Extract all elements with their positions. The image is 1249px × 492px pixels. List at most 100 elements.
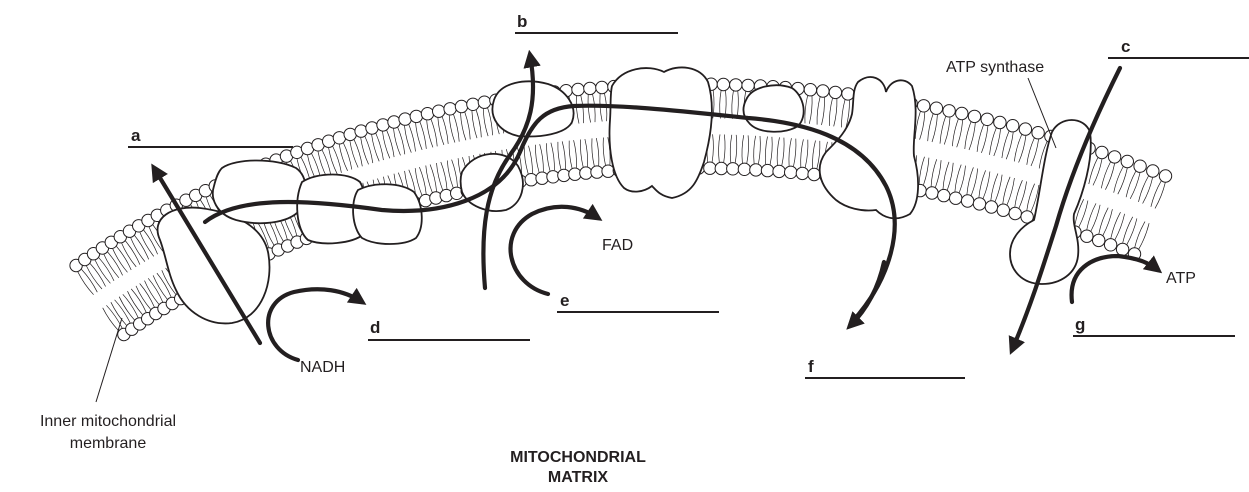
lipid-tail bbox=[957, 120, 963, 147]
lipid-head bbox=[558, 169, 570, 181]
lipid-tail bbox=[86, 266, 102, 289]
lipid-tail bbox=[1155, 183, 1165, 209]
lipid-tail bbox=[1130, 173, 1140, 199]
lipid-head bbox=[1116, 243, 1128, 255]
lipid-tail bbox=[449, 115, 455, 142]
label-a: a bbox=[131, 126, 141, 145]
lipid-head bbox=[730, 79, 742, 91]
lipid-head bbox=[930, 102, 942, 114]
lipid-head bbox=[1134, 160, 1146, 172]
arrow-g-to-atp bbox=[1072, 256, 1158, 302]
lipid-tail bbox=[919, 157, 924, 184]
lipid-head bbox=[1159, 170, 1171, 182]
lipid-tail bbox=[1091, 205, 1100, 231]
lipid-head bbox=[727, 163, 739, 175]
lipid-tail bbox=[131, 238, 145, 262]
lipid-tail bbox=[416, 123, 423, 150]
lipid-tail bbox=[415, 168, 422, 195]
lipid-head bbox=[580, 167, 592, 179]
lipid-tail bbox=[794, 139, 796, 167]
lipid-tail bbox=[562, 141, 565, 169]
arrow-e-to-fad bbox=[511, 207, 598, 294]
label-b: b bbox=[517, 12, 527, 31]
lipid-tail bbox=[524, 146, 528, 174]
lipid-head bbox=[1147, 165, 1159, 177]
label-matrix-line2: MATRIX bbox=[548, 469, 608, 486]
complex-3 bbox=[610, 67, 712, 198]
lipid-tail bbox=[529, 146, 533, 174]
lipid-tail bbox=[770, 137, 772, 165]
lipid-tail bbox=[343, 143, 351, 170]
label-d: d bbox=[370, 318, 380, 337]
lipid-tail bbox=[805, 96, 808, 124]
lipid-head bbox=[950, 192, 962, 204]
lipid-tail bbox=[405, 126, 412, 153]
lipid-tail bbox=[551, 143, 555, 171]
lipid-tail bbox=[135, 235, 149, 259]
lipid-tail bbox=[483, 109, 488, 136]
lipid-tail bbox=[1135, 222, 1145, 248]
lipid-tail bbox=[140, 232, 154, 256]
lipid-head bbox=[829, 86, 841, 98]
lipid-tail bbox=[569, 141, 572, 169]
lipid-tail bbox=[943, 162, 949, 189]
lipid-tail bbox=[1087, 203, 1096, 229]
lipid-head bbox=[572, 83, 584, 95]
lipid-head bbox=[569, 168, 581, 180]
atp-synthase bbox=[1010, 120, 1091, 284]
lipid-head bbox=[525, 174, 537, 186]
lipid-head bbox=[1081, 230, 1093, 242]
lipid-tail bbox=[994, 129, 1001, 156]
lipid-head bbox=[773, 165, 785, 177]
lipid-head bbox=[804, 84, 816, 96]
lipid-tail bbox=[719, 134, 720, 162]
lipid-tail bbox=[113, 249, 128, 273]
lipid-head bbox=[421, 108, 433, 120]
lipid-tail bbox=[742, 135, 744, 163]
lipid-tail bbox=[813, 141, 816, 169]
lipid-tail bbox=[1127, 218, 1137, 244]
lipid-tail bbox=[441, 162, 447, 189]
lipid-head bbox=[1096, 146, 1108, 158]
label-atp-synthase: ATP synthase bbox=[946, 59, 1044, 76]
lipid-tail bbox=[952, 119, 958, 146]
lipid-tail bbox=[596, 138, 599, 166]
lipid-tail bbox=[758, 136, 760, 164]
lipid-head bbox=[717, 78, 729, 90]
lipid-head bbox=[444, 103, 456, 115]
lipid-tail bbox=[420, 122, 426, 149]
lipid-head bbox=[956, 107, 968, 119]
lipid-head bbox=[399, 113, 411, 125]
label-g: g bbox=[1075, 315, 1085, 334]
lipid-tail bbox=[754, 136, 756, 164]
label-nadh: NADH bbox=[300, 359, 345, 376]
lipid-tail bbox=[588, 95, 591, 123]
lipid-tail bbox=[829, 98, 832, 126]
lipid-tail bbox=[955, 165, 961, 192]
lipid-head bbox=[547, 171, 559, 183]
lipid-tail bbox=[1103, 209, 1113, 235]
lipid-tail bbox=[350, 141, 358, 168]
lipid-tail bbox=[452, 160, 458, 187]
lipid-tail bbox=[977, 125, 984, 152]
lipid-tail bbox=[1093, 159, 1102, 185]
lipid-head bbox=[994, 116, 1006, 128]
lipid-tail bbox=[431, 119, 437, 146]
lipid-tail bbox=[782, 138, 784, 166]
lipid-tail bbox=[935, 160, 941, 187]
complex-2-right bbox=[353, 184, 422, 244]
lipid-tail bbox=[735, 135, 737, 163]
lipid-tail bbox=[472, 111, 477, 138]
lipid-tail bbox=[967, 167, 974, 194]
arrow-nadh-to-d bbox=[268, 289, 362, 360]
lipid-head bbox=[1009, 207, 1021, 219]
lipid-head bbox=[750, 164, 762, 176]
label-f: f bbox=[808, 357, 814, 376]
lipid-head bbox=[596, 81, 608, 93]
lipid-tail bbox=[476, 110, 481, 137]
lipid-tail bbox=[969, 123, 975, 150]
lipid-head bbox=[968, 110, 980, 122]
lipid-tail bbox=[108, 252, 123, 275]
lipid-tail bbox=[979, 170, 986, 197]
